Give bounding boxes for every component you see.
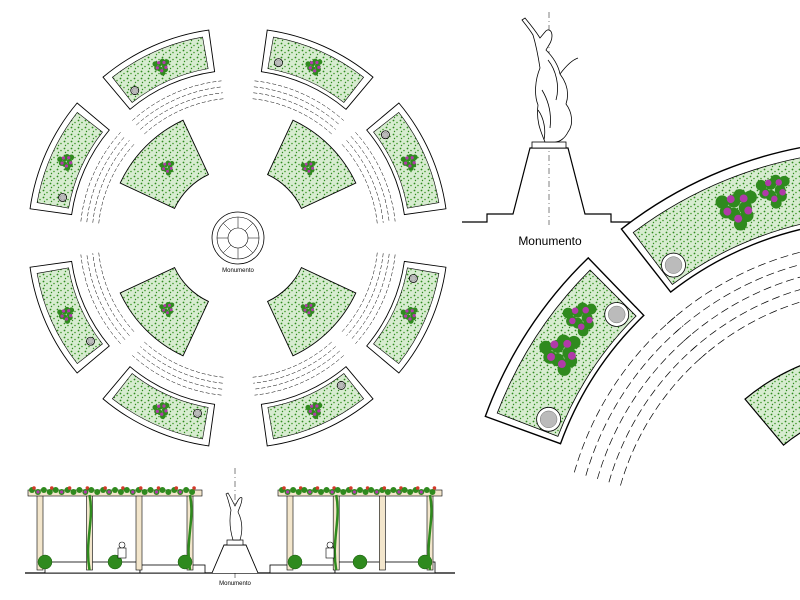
pergola [27, 486, 203, 571]
pergola-section: Monumento [25, 468, 455, 587]
flower-cluster [755, 174, 790, 209]
pergola-post [135, 489, 143, 571]
outer-planter [341, 252, 447, 374]
flower-cluster [562, 302, 597, 337]
monument-plan-label: Monumento [222, 268, 254, 274]
outer-planter [102, 341, 224, 447]
outer-planter [29, 252, 135, 374]
monument-section-label: Monumento [219, 581, 251, 587]
detail-inner-planter [744, 365, 800, 446]
flower-cluster [152, 402, 170, 420]
outer-planter [252, 341, 374, 447]
inner-planter [266, 119, 357, 210]
statue-figure [521, 17, 579, 143]
flower-cluster [57, 153, 75, 171]
detail-planter [620, 147, 800, 360]
inner-planter [266, 266, 357, 357]
plan-view [29, 29, 447, 447]
pergola [277, 486, 443, 571]
inner-planter [119, 119, 210, 210]
enlarged-detail [484, 147, 800, 486]
flower-cluster [57, 306, 75, 324]
outer-planter [341, 102, 447, 224]
flower-cluster [159, 301, 175, 318]
flower-cluster [539, 334, 581, 376]
flower-cluster [400, 306, 418, 324]
flower-cluster [159, 160, 175, 176]
flower-cluster [152, 58, 170, 76]
flower-cluster [400, 153, 418, 171]
person-figure [325, 541, 335, 559]
pergola-post [379, 489, 386, 571]
shrub [352, 554, 368, 570]
shrub [37, 554, 53, 570]
monument-elevation: Monumento [462, 12, 636, 248]
flower-cluster [300, 301, 316, 318]
outer-planter [252, 29, 374, 135]
flower-cluster [305, 58, 323, 76]
detail-planter [484, 256, 707, 486]
monument-plan-symbol: Monumento [211, 211, 265, 274]
person-figure [117, 541, 127, 559]
monument-elevation-label: Monumento [518, 234, 582, 248]
outer-planter [102, 29, 224, 135]
shrub [107, 554, 123, 570]
shrub [287, 554, 303, 570]
outer-planter [29, 102, 135, 224]
flower-cluster [715, 189, 757, 231]
flower-cluster [300, 160, 316, 176]
flower-cluster [305, 402, 323, 420]
inner-planter [119, 266, 210, 357]
